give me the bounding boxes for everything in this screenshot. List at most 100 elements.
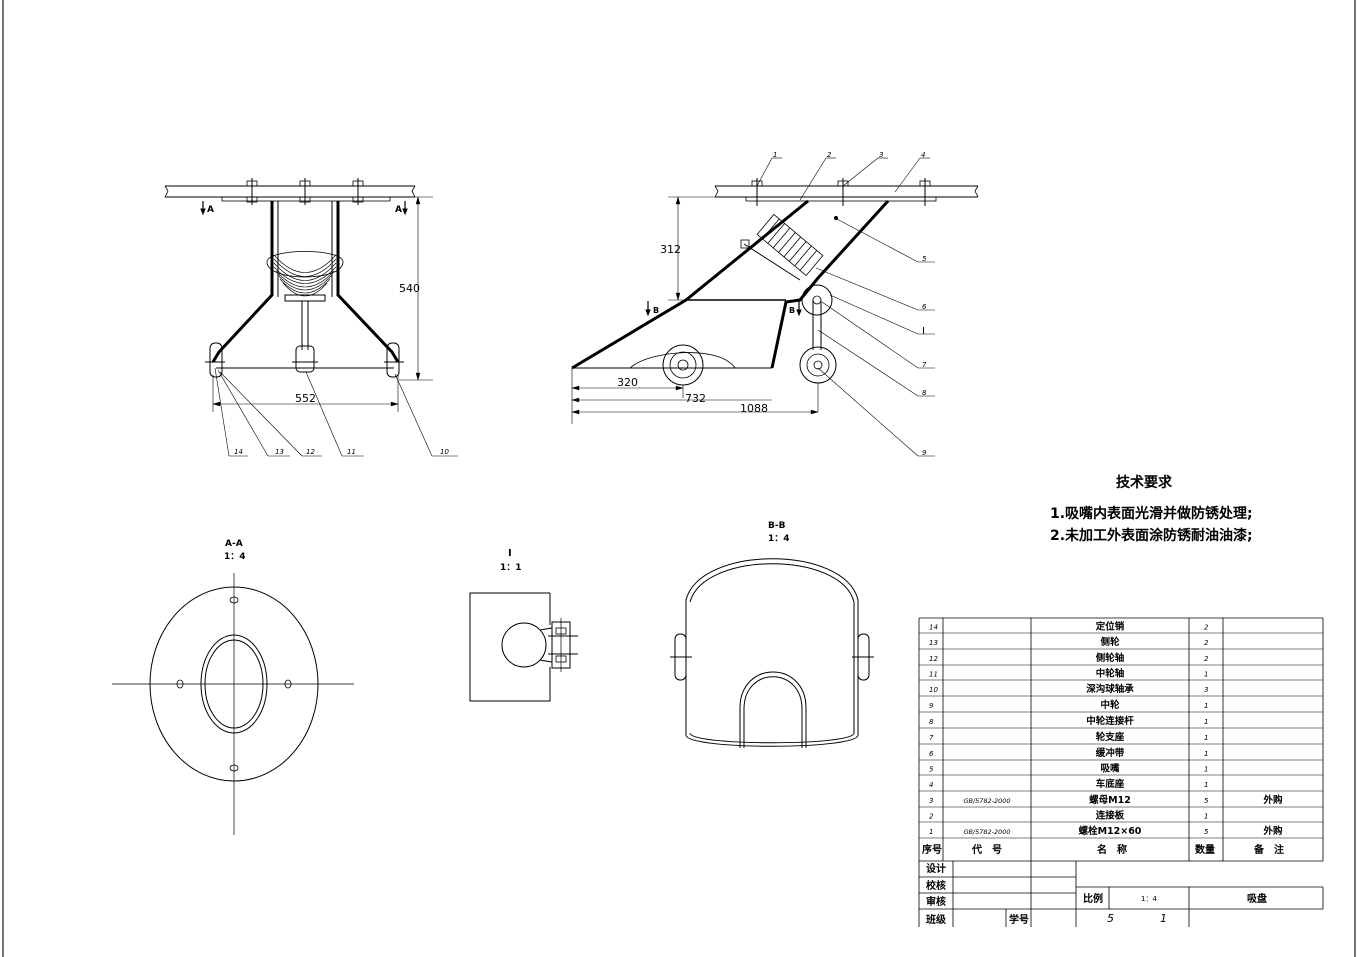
side-callout-5: 5 xyxy=(922,255,927,263)
front-callout-11: 11 xyxy=(347,448,356,456)
bolt-left xyxy=(246,178,258,205)
parts-row-name: 中轮 xyxy=(1100,699,1120,711)
title-block-drawing-name: 吸盘 xyxy=(1247,892,1267,905)
tech-requirement-item-2: 2.未加工外表面涂防锈耐油油漆; xyxy=(1050,528,1253,544)
parts-row-no: 14 xyxy=(929,624,938,632)
parts-row-no: 13 xyxy=(929,639,938,647)
parts-row-no: 1 xyxy=(929,828,933,836)
front-dim-width: 552 xyxy=(295,392,316,405)
parts-row-qty: 1 xyxy=(1204,813,1208,821)
side-section-b-left-label: B xyxy=(653,306,659,315)
front-view xyxy=(164,178,458,457)
parts-header-no: 序号 xyxy=(922,843,942,856)
parts-row-qty: 3 xyxy=(1204,686,1208,694)
parts-header-name: 名 称 xyxy=(1097,843,1127,856)
parts-list-table xyxy=(918,617,1324,927)
title-block-sheet-a: 5 xyxy=(1107,912,1114,925)
parts-row-no: 7 xyxy=(929,734,934,742)
front-callout-12: 12 xyxy=(306,448,315,456)
parts-row-qty: 2 xyxy=(1204,639,1209,647)
parts-row-qty: 1 xyxy=(1204,702,1208,710)
parts-row-no: 2 xyxy=(929,813,934,821)
side-callout-4: 4 xyxy=(921,151,925,159)
parts-row-no: 8 xyxy=(929,718,934,726)
title-block-sheet-b: 1 xyxy=(1160,912,1167,925)
side-view xyxy=(571,157,979,457)
parts-row-no: 3 xyxy=(929,797,933,805)
parts-row-qty: 1 xyxy=(1204,781,1208,789)
side-callout-1: 1 xyxy=(773,151,777,159)
bolt-right xyxy=(352,178,364,205)
title-block-design-label: 设计 xyxy=(926,862,946,875)
title-block-class-label: 班级 xyxy=(926,913,947,926)
parts-row-name: 定位销 xyxy=(1095,621,1125,633)
parts-row-qty: 5 xyxy=(1204,797,1209,805)
view-i xyxy=(469,592,578,702)
parts-row-no: 12 xyxy=(929,655,938,663)
parts-row-name: 螺母M12 xyxy=(1089,794,1131,806)
parts-row-no: 11 xyxy=(929,671,938,679)
parts-row-qty: 5 xyxy=(1204,828,1209,836)
title-block-student-no-label: 学号 xyxy=(1009,913,1029,926)
parts-row-code: GB/5782-2000 xyxy=(963,797,1010,805)
parts-header-code: 代 号 xyxy=(971,843,1002,856)
front-callout-10: 10 xyxy=(440,448,449,456)
view-bb-title: B-B xyxy=(768,521,786,531)
parts-row-note: 外购 xyxy=(1262,825,1283,837)
side-callout-7: 7 xyxy=(922,361,927,369)
view-aa-scale: 1：4 xyxy=(224,552,246,562)
side-callout-6: 6 xyxy=(922,303,927,311)
view-aa-title: A-A xyxy=(225,539,243,549)
title-block-scale-label: 比例 xyxy=(1083,892,1103,905)
side-dim-1088: 1088 xyxy=(740,402,768,415)
front-callout-14: 14 xyxy=(234,448,243,456)
parts-row-name: 轮支座 xyxy=(1096,731,1125,743)
title-block-scale-value: 1：4 xyxy=(1141,895,1157,903)
parts-row-code: GB/5782-2000 xyxy=(963,828,1010,836)
parts-row-name: 深沟球轴承 xyxy=(1086,683,1134,695)
parts-row-qty: 1 xyxy=(1204,750,1208,758)
parts-row-name: 车底座 xyxy=(1096,778,1125,790)
view-bb-scale: 1：4 xyxy=(768,534,790,544)
bolt-middle xyxy=(299,178,311,205)
view-i-title: I xyxy=(508,548,512,559)
parts-row-qty: 1 xyxy=(1204,671,1208,679)
side-section-b-right-label: B xyxy=(789,306,795,315)
front-callout-13: 13 xyxy=(275,448,284,456)
parts-row-no: 4 xyxy=(929,781,933,789)
front-section-a-left-label: A xyxy=(207,205,214,215)
view-bb xyxy=(670,558,874,748)
parts-row-no: 6 xyxy=(929,750,934,758)
parts-row-no: 9 xyxy=(929,702,934,710)
tech-requirement-item-1: 1.吸嘴内表面光滑并做防锈处理; xyxy=(1050,506,1253,522)
side-detail-mark-i: I xyxy=(922,326,925,337)
front-section-a-right-label: A xyxy=(395,205,402,215)
parts-header-note: 备 注 xyxy=(1253,843,1284,856)
tech-requirements-title: 技术要求 xyxy=(1116,475,1172,491)
parts-row-name: 连接板 xyxy=(1096,810,1125,822)
parts-header-qty: 数量 xyxy=(1195,843,1215,856)
parts-row-name: 吸嘴 xyxy=(1100,763,1120,775)
title-block-check-label: 校核 xyxy=(926,879,946,892)
title-block-review-label: 审核 xyxy=(926,895,946,908)
parts-row-qty: 1 xyxy=(1204,718,1208,726)
parts-row-name: 缓冲带 xyxy=(1096,747,1125,759)
parts-row-qty: 1 xyxy=(1204,734,1208,742)
parts-row-no: 10 xyxy=(929,686,938,694)
parts-row-name: 中轮连接杆 xyxy=(1086,715,1134,727)
view-aa xyxy=(112,573,354,835)
parts-row-qty: 2 xyxy=(1204,624,1209,632)
side-callout-3: 3 xyxy=(879,151,883,159)
side-callout-8: 8 xyxy=(922,389,927,397)
parts-row-qty: 1 xyxy=(1204,766,1208,774)
parts-row-no: 5 xyxy=(929,766,934,774)
parts-row-name: 侧轮轴 xyxy=(1096,652,1125,664)
view-i-scale: 1：1 xyxy=(500,563,522,573)
parts-row-name: 螺栓M12×60 xyxy=(1079,825,1142,837)
front-dim-height: 540 xyxy=(399,282,420,295)
parts-row-name: 侧轮 xyxy=(1100,636,1120,648)
side-callout-2: 2 xyxy=(827,151,832,159)
side-dim-732: 732 xyxy=(685,392,706,405)
